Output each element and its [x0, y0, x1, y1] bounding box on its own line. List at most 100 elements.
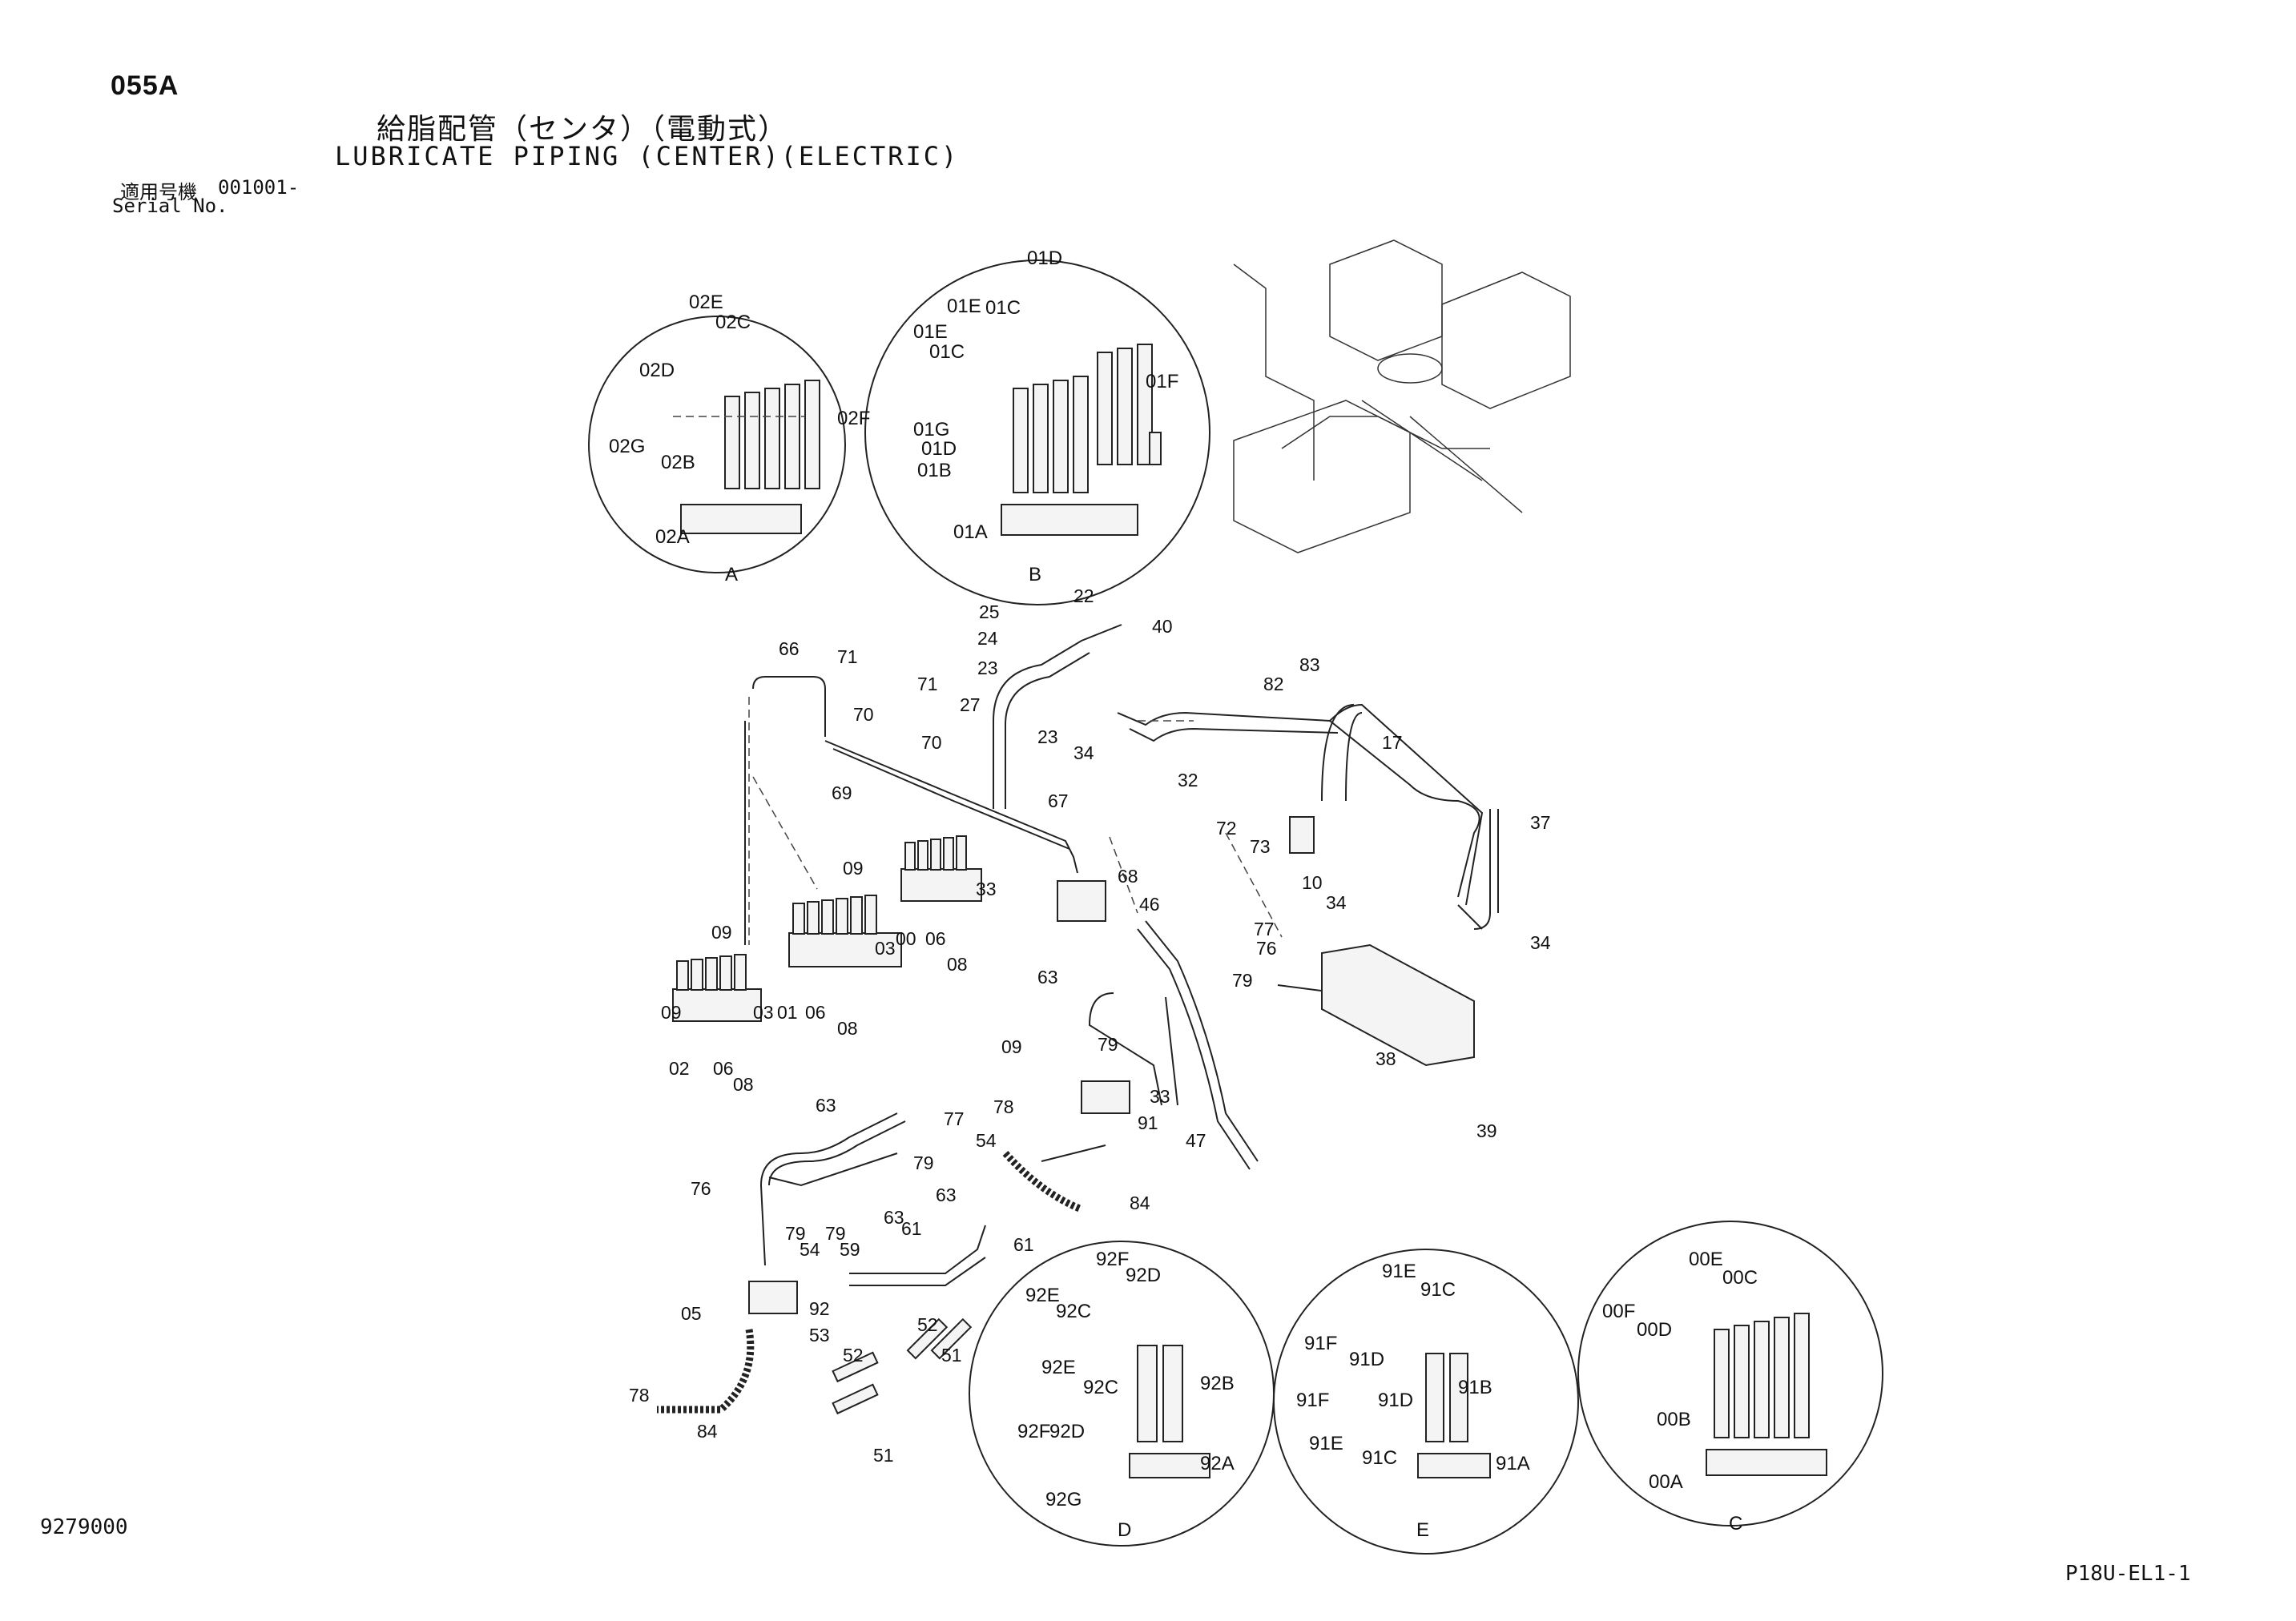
main-callout: 01 [777, 1002, 798, 1023]
detail-D-callout: 92F [1096, 1249, 1129, 1270]
detail-E-callout: 91F [1304, 1333, 1337, 1354]
detail-D-callout: 92E [1041, 1357, 1076, 1378]
main-callout: 79 [1098, 1034, 1118, 1055]
detail-B-callout: 01C [985, 297, 1021, 319]
main-callout: 37 [1530, 812, 1551, 833]
title-japanese: 給脂配管（センタ）（電動式） [377, 112, 789, 145]
detail-E-callout: 91F [1296, 1390, 1329, 1411]
detail-E-callout: 91C [1362, 1447, 1397, 1469]
main-callout: 63 [816, 1095, 836, 1116]
main-callout: 09 [1001, 1036, 1022, 1057]
detail-C-callout: 00D [1637, 1319, 1672, 1341]
main-callout: 09 [711, 922, 732, 943]
detail-E-callout: 91C [1420, 1279, 1456, 1301]
detail-A-callout: 02C [715, 312, 751, 333]
detail-A-callout: 02D [639, 360, 675, 381]
main-callout: 76 [691, 1178, 711, 1199]
detail-D-callout: 92C [1056, 1301, 1091, 1322]
detail-view-label-B: B [1029, 564, 1041, 585]
main-callout: 72 [1216, 818, 1237, 839]
main-callout: 02 [669, 1058, 690, 1079]
detail-E-callout: 91E [1382, 1261, 1416, 1282]
main-callout: 52 [917, 1314, 938, 1335]
detail-A-callout: 02A [655, 526, 690, 548]
main-callout: 71 [917, 674, 938, 694]
main-callout: 06 [925, 928, 946, 949]
main-callout: 63 [1037, 967, 1058, 987]
main-callout: 24 [977, 628, 998, 649]
detail-E-callout: 91A [1496, 1453, 1530, 1474]
detail-D-callout: 92E [1025, 1285, 1060, 1306]
main-callout: 79 [825, 1223, 846, 1244]
detail-D-callout: 92D [1126, 1265, 1161, 1286]
detail-B-callout: 01E [913, 321, 948, 343]
main-callout: 91 [1138, 1112, 1158, 1133]
main-callout: 59 [840, 1239, 860, 1260]
main-callout: 63 [884, 1207, 904, 1228]
main-callout: 73 [1250, 836, 1271, 857]
detail-C-callout: 00A [1649, 1471, 1683, 1493]
detail-E-callout: 91D [1349, 1349, 1384, 1370]
detail-B-callout: 01D [921, 438, 957, 460]
main-callout: 33 [1150, 1086, 1170, 1107]
main-callout: 23 [977, 658, 998, 678]
title-english: LUBRICATE PIPING (CENTER)(ELECTRIC) [335, 141, 960, 171]
detail-B-callout: 01G [913, 419, 949, 440]
main-callout: 61 [1013, 1234, 1034, 1255]
main-callout: 06 [713, 1058, 734, 1079]
detail-D-callout: 92G [1045, 1489, 1082, 1510]
main-callout: 40 [1152, 616, 1173, 637]
detail-A-callout: 02E [689, 292, 723, 313]
main-callout: 78 [993, 1096, 1014, 1117]
main-callout: 17 [1382, 732, 1403, 753]
detail-B-callout: 01D [1027, 247, 1062, 269]
detail-C-callout: 00F [1602, 1301, 1635, 1322]
main-callout: 78 [629, 1385, 650, 1406]
main-callout: 83 [1299, 654, 1320, 675]
main-callout: 79 [913, 1152, 934, 1173]
page-code: 055A [111, 70, 179, 101]
main-callout: 32 [1178, 770, 1198, 790]
main-callout: 84 [697, 1421, 718, 1442]
main-callout: 69 [832, 782, 852, 803]
detail-view-label-C: C [1729, 1513, 1742, 1535]
detail-C-callout: 00B [1657, 1409, 1691, 1430]
main-callout: 70 [921, 732, 942, 753]
main-callout: 70 [853, 704, 874, 725]
serial-label-english: Serial No. [112, 195, 228, 217]
main-callout: 08 [947, 954, 968, 975]
main-callout: 33 [976, 879, 997, 899]
detail-view-label-A: A [725, 564, 738, 585]
detail-E-callout: 91D [1378, 1390, 1413, 1411]
detail-B-callout: 01E [947, 296, 981, 317]
detail-view-label-D: D [1118, 1519, 1131, 1541]
main-callout: 63 [936, 1185, 957, 1205]
main-callout: 77 [944, 1108, 965, 1129]
main-callout: 38 [1376, 1048, 1396, 1069]
main-callout: 61 [901, 1218, 922, 1239]
diagram-linework [588, 239, 1883, 1555]
detail-A-callout: 02G [609, 436, 645, 457]
main-callout: 46 [1139, 894, 1160, 915]
main-callout: 10 [1302, 872, 1323, 893]
detail-D-callout: 92C [1083, 1377, 1118, 1398]
main-callout: 51 [941, 1345, 962, 1366]
main-callout: 66 [779, 638, 800, 659]
main-callout: 53 [809, 1325, 830, 1345]
serial-value: 001001- [218, 176, 300, 199]
detail-C-callout: 00E [1689, 1249, 1723, 1270]
document-number: 9279000 [40, 1515, 128, 1539]
detail-E-callout: 91B [1458, 1377, 1492, 1398]
main-callout: 77 [1254, 919, 1275, 939]
main-callout: 23 [1037, 726, 1058, 747]
detail-B-callout: 01A [953, 521, 988, 543]
detail-C-callout: 00C [1722, 1267, 1758, 1289]
main-callout: 00 [896, 928, 916, 949]
main-callout: 03 [875, 938, 896, 959]
main-callout: 47 [1186, 1130, 1206, 1151]
main-callout: 34 [1326, 892, 1347, 913]
main-callout: 67 [1048, 790, 1069, 811]
detail-B-callout: 01B [917, 460, 952, 481]
